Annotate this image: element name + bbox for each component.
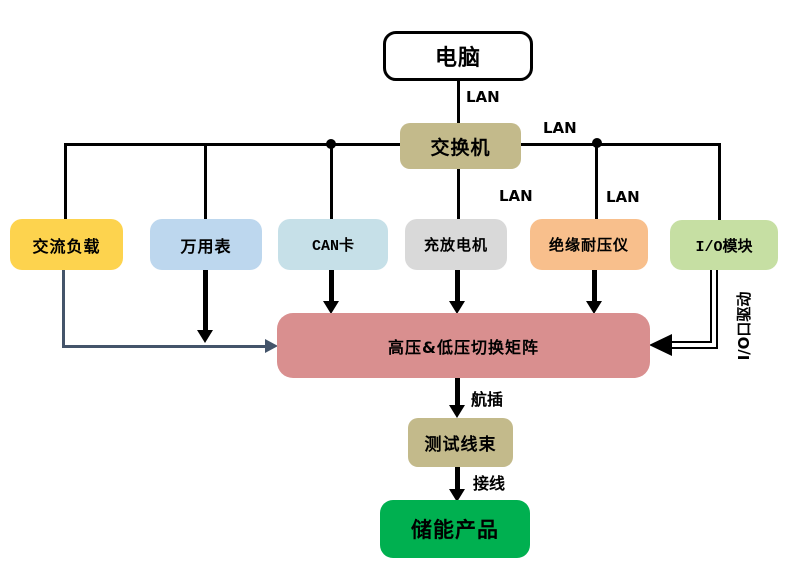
connector-bus-multimeter [204, 143, 207, 219]
connector-bus-ac-load [64, 143, 67, 219]
connector-ac-load-down [62, 270, 65, 347]
connector-ac-load-to-matrix [62, 345, 265, 348]
computer-node: 电脑 [383, 31, 533, 81]
arrowhead-can-card [323, 301, 339, 314]
connector-switch-charge-discharge [457, 169, 460, 219]
ac-load-node: 交流负载 [10, 219, 123, 270]
switch-node: 交换机 [400, 123, 521, 169]
connector-io-drive-vertical-inner [712, 270, 716, 347]
arrowhead-insulation-tester [586, 301, 602, 314]
junction-dot-left [326, 139, 336, 149]
arrow-charge-discharge-shaft [455, 270, 460, 301]
arrow-multimeter-shaft [203, 270, 208, 330]
arrowhead-multimeter [197, 330, 213, 343]
arrowhead-ac-load-matrix [265, 339, 278, 353]
junction-dot-right [592, 138, 602, 148]
connector-bus-insulation-tester [595, 143, 598, 219]
connector-switch-left-bus [64, 143, 401, 146]
lan-label-pc-switch: LAN [466, 88, 500, 106]
test-harness-node: 测试线束 [408, 418, 513, 467]
connector-computer-switch [457, 81, 460, 123]
arrow-matrix-harness-shaft [455, 378, 460, 405]
can-card-node: CAN卡 [278, 219, 388, 270]
charge-discharge-node: 充放电机 [405, 219, 507, 270]
arrowhead-matrix-harness [449, 405, 465, 418]
connector-switch-right-bus [521, 143, 721, 146]
insulation-tester-node: 绝缘耐压仪 [530, 219, 648, 270]
aviation-plug-label: 航插 [471, 390, 504, 409]
lan-label-insulation-tester: LAN [606, 188, 640, 206]
storage-product-node: 储能产品 [380, 500, 530, 558]
arrowhead-charge-discharge [449, 301, 465, 314]
arrow-harness-product-shaft [455, 467, 460, 489]
wiring-label: 接线 [473, 474, 506, 493]
connector-bus-can-card [330, 143, 333, 219]
arrowhead-harness-product [449, 489, 465, 502]
io-module-node: I/O模块 [670, 220, 778, 270]
multimeter-node: 万用表 [150, 219, 262, 270]
io-port-drive-label: I/O口驱动 [735, 291, 753, 361]
arrowhead-io-drive-matrix [649, 334, 672, 356]
lan-label-switch-right: LAN [543, 119, 577, 137]
lan-label-charge-discharge: LAN [499, 187, 533, 205]
arrow-insulation-tester-shaft [592, 270, 597, 301]
hv-lv-matrix-node: 高压&低压切换矩阵 [277, 313, 650, 378]
arrow-can-card-shaft [329, 270, 334, 301]
connector-io-drive-horizontal-inner [672, 343, 716, 347]
connector-bus-io-module [718, 143, 721, 220]
